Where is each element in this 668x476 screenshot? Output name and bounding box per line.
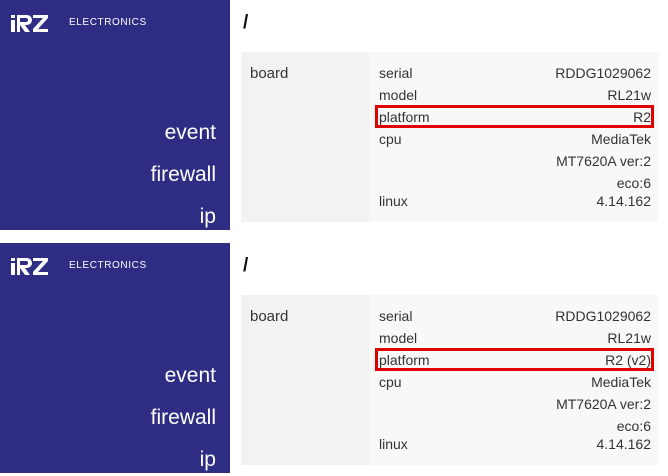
irz-logo (9, 255, 50, 277)
row-key: model (379, 330, 418, 346)
cpu-line: MediaTek (591, 131, 651, 147)
table-row-platform: platform R2 (379, 106, 651, 128)
brand-wordmark: ELECTRONICS (69, 260, 147, 271)
board-values-cell: serial RDDG1029062 model RL21w platform … (369, 52, 659, 222)
row-value: MediaTek MT7620A ver:2 eco:6 (556, 128, 651, 194)
table-row-linux: linux 4.14.162 (379, 433, 651, 455)
row-value: RDDG1029062 (555, 65, 651, 81)
nav-item-event[interactable]: event (164, 364, 216, 387)
platform-highlight-box (375, 348, 654, 371)
row-key: model (379, 87, 418, 103)
screenshot-panel-after: ELECTRONICS event firewall ip / board se… (0, 243, 668, 475)
row-value: R2 (633, 109, 651, 125)
table-row-cpu: cpu MediaTek MT7620A ver:2 eco:6 (379, 371, 651, 437)
board-values-cell: serial RDDG1029062 model RL21w platform … (369, 295, 659, 465)
table-row-linux: linux 4.14.162 (379, 190, 651, 212)
page-title: / (243, 255, 249, 276)
cpu-line: MT7620A ver:2 (556, 153, 651, 169)
table-row-model: model RL21w (379, 84, 651, 106)
nav-item-firewall[interactable]: firewall (150, 406, 216, 429)
table-row-model: model RL21w (379, 327, 651, 349)
row-value: MediaTek MT7620A ver:2 eco:6 (556, 371, 651, 437)
row-key: linux (379, 436, 408, 452)
table-row-cpu: cpu MediaTek MT7620A ver:2 eco:6 (379, 128, 651, 194)
table-row-platform: platform R2 (v2) (379, 349, 651, 371)
cpu-line: eco:6 (616, 418, 651, 434)
page-title: / (243, 12, 249, 33)
sidebar: ELECTRONICS event firewall ip (0, 0, 230, 230)
nav-item-event[interactable]: event (164, 121, 216, 144)
board-info-table: board serial RDDG1029062 model RL21w pla… (241, 52, 659, 222)
row-key: platform (379, 352, 430, 368)
row-value: RL21w (607, 87, 651, 103)
row-key: cpu (379, 131, 402, 147)
nav-item-ip[interactable]: ip (199, 205, 216, 228)
row-key: cpu (379, 374, 402, 390)
row-key: serial (379, 308, 413, 324)
table-row-serial: serial RDDG1029062 (379, 62, 651, 84)
cpu-line: MT7620A ver:2 (556, 396, 651, 412)
row-value: RL21w (607, 330, 651, 346)
cpu-line: eco:6 (616, 175, 651, 191)
sidebar: ELECTRONICS event firewall ip (0, 243, 230, 473)
row-value: RDDG1029062 (555, 308, 651, 324)
table-row-serial: serial RDDG1029062 (379, 305, 651, 327)
section-label-board: board (250, 308, 289, 325)
row-value: 4.14.162 (596, 436, 652, 452)
section-label-board: board (250, 65, 289, 82)
board-info-table: board serial RDDG1029062 model RL21w pla… (241, 295, 659, 465)
platform-highlight-box (375, 105, 654, 128)
row-key: linux (379, 193, 408, 209)
irz-logo (9, 12, 50, 34)
cpu-line: MediaTek (591, 374, 651, 390)
row-value: R2 (v2) (605, 352, 651, 368)
brand-wordmark: ELECTRONICS (69, 17, 147, 28)
row-value: 4.14.162 (596, 193, 652, 209)
nav-item-ip[interactable]: ip (199, 448, 216, 471)
nav-item-firewall[interactable]: firewall (150, 163, 216, 186)
row-key: platform (379, 109, 430, 125)
screenshot-panel-before: ELECTRONICS event firewall ip / board se… (0, 0, 668, 232)
row-key: serial (379, 65, 413, 81)
